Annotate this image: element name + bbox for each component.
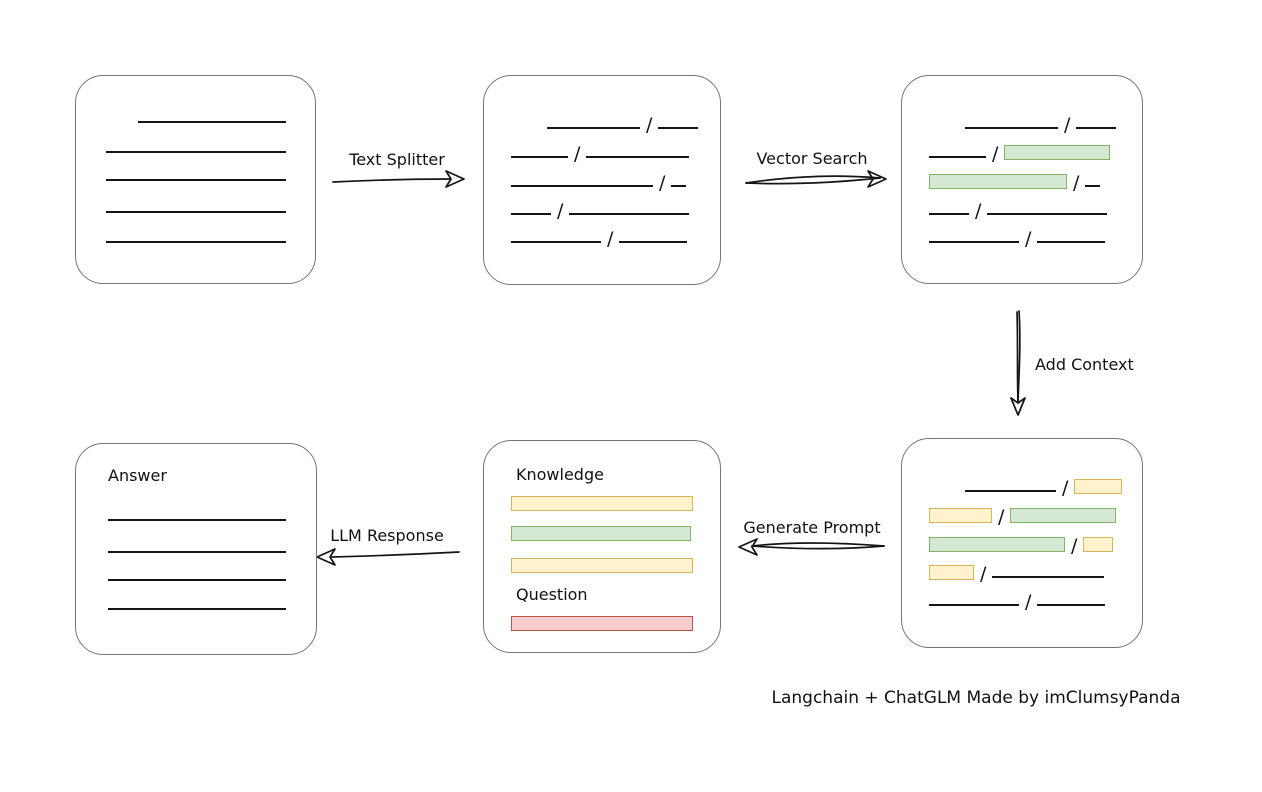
text-line	[569, 213, 690, 215]
question-bar-red	[511, 616, 693, 631]
text-line	[1076, 127, 1117, 129]
llm-response-label: LLM Response	[330, 526, 444, 545]
text-line	[671, 185, 687, 187]
text-line	[965, 490, 1056, 492]
text-line	[106, 179, 286, 181]
text-line	[547, 127, 640, 129]
text-line	[108, 579, 286, 581]
text-line	[1037, 241, 1106, 243]
text-line	[929, 241, 1019, 243]
vector-matches-box: / / / / /	[901, 75, 1143, 284]
context-chunk-highlight	[1083, 537, 1114, 552]
chunk-separator: /	[980, 563, 987, 585]
diagram-caption: Langchain + ChatGLM Made by imClumsyPand…	[771, 688, 1181, 708]
llm-response-arrow	[316, 548, 460, 566]
matched-chunk-highlight	[1004, 145, 1111, 160]
context-chunks-box: / / / / /	[901, 438, 1143, 648]
chunk-separator: /	[659, 172, 666, 194]
matched-chunk-highlight	[929, 174, 1067, 189]
generate-prompt-label: Generate Prompt	[743, 518, 881, 537]
context-chunk-highlight	[1074, 479, 1123, 494]
chunk-separator: /	[998, 506, 1005, 528]
matched-chunk-highlight	[1010, 508, 1117, 523]
text-line	[586, 156, 690, 158]
text-line	[929, 156, 986, 158]
text-line	[929, 604, 1019, 606]
text-line	[987, 213, 1108, 215]
text-line	[108, 519, 286, 521]
context-chunk-highlight	[929, 508, 992, 523]
text-line	[992, 576, 1105, 578]
add-context-arrow	[1010, 310, 1026, 416]
text-line	[106, 211, 286, 213]
vector-search-label: Vector Search	[756, 149, 868, 168]
prompt-box: Knowledge Question	[483, 440, 721, 653]
context-chunk-highlight	[929, 565, 974, 580]
chunk-separator: /	[1025, 228, 1032, 250]
matched-chunk-highlight	[929, 537, 1065, 552]
chunk-separator: /	[975, 200, 982, 222]
knowledge-label: Knowledge	[516, 465, 604, 484]
chunk-separator: /	[646, 114, 653, 136]
chunk-separator: /	[607, 228, 614, 250]
text-line	[1037, 604, 1106, 606]
answer-box: Answer	[75, 443, 317, 655]
chunk-separator: /	[574, 143, 581, 165]
question-label: Question	[516, 585, 588, 604]
vector-search-arrow	[745, 170, 887, 188]
chunk-separator: /	[1025, 591, 1032, 613]
text-line	[619, 241, 688, 243]
text-line	[929, 213, 969, 215]
text-line	[511, 241, 601, 243]
split-chunks-box: / / / / /	[483, 75, 721, 285]
chunk-separator: /	[557, 200, 564, 222]
text-line	[108, 551, 286, 553]
text-line	[108, 608, 286, 610]
add-context-label: Add Context	[1035, 355, 1134, 374]
chunk-separator: /	[1073, 172, 1080, 194]
chunk-separator: /	[1064, 114, 1071, 136]
text-line	[1085, 185, 1101, 187]
knowledge-bar-yellow	[511, 558, 693, 573]
document-box	[75, 75, 316, 284]
text-splitter-arrow	[332, 170, 465, 188]
text-line	[106, 241, 286, 243]
text-line	[106, 151, 286, 153]
text-line	[965, 127, 1058, 129]
text-line	[138, 121, 286, 123]
text-line	[658, 127, 699, 129]
text-splitter-label: Text Splitter	[349, 150, 445, 169]
knowledge-bar-yellow	[511, 496, 693, 511]
chunk-separator: /	[1062, 477, 1069, 499]
text-line	[511, 156, 568, 158]
text-line	[511, 185, 653, 187]
chunk-separator: /	[1071, 535, 1078, 557]
knowledge-bar-green	[511, 526, 691, 541]
text-line	[511, 213, 551, 215]
generate-prompt-arrow	[738, 538, 885, 556]
chunk-separator: /	[992, 143, 999, 165]
answer-label: Answer	[108, 466, 167, 485]
